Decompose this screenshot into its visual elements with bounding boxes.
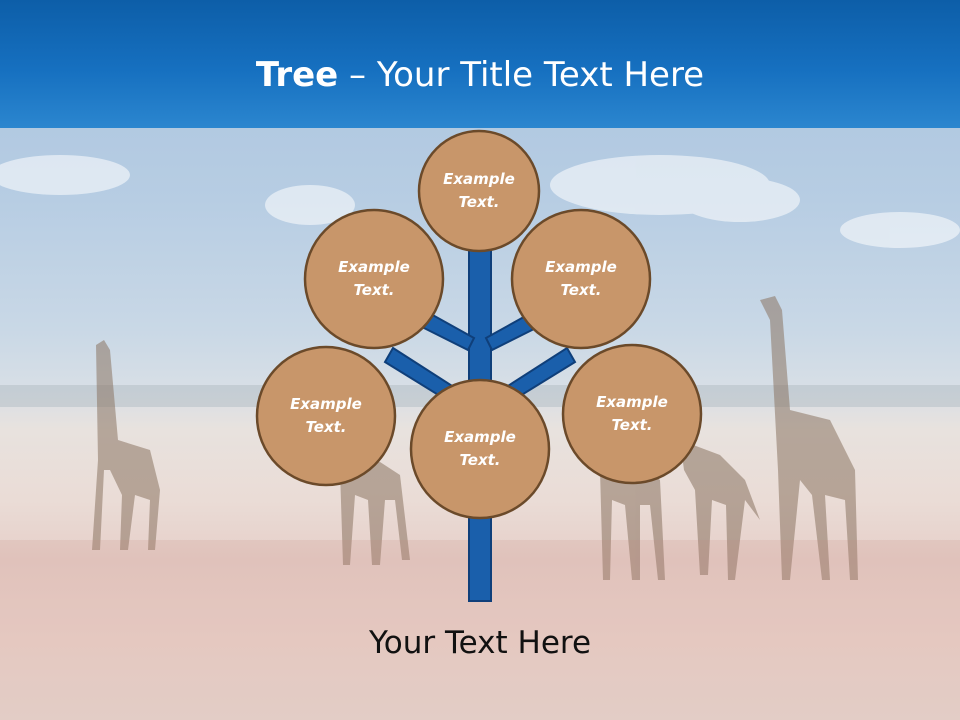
title-rest: – Your Title Text Here [338, 55, 705, 95]
node-upper-right-text: Example Text. [521, 256, 641, 302]
node-top-line1: Example [443, 170, 515, 188]
node-lower-right-line1: Example [596, 393, 668, 411]
node-upper-right-circle [510, 208, 652, 350]
node-lower-right-line2: Text. [611, 416, 653, 434]
title-bar [0, 0, 960, 128]
node-upper-left-circle [303, 208, 445, 350]
node-lower-right-text: Example Text. [572, 391, 692, 437]
node-upper-left-line1: Example [338, 258, 410, 276]
node-center-line1: Example [444, 428, 516, 446]
node-center-text: Example Text. [420, 426, 540, 472]
tree-nodes [255, 129, 703, 520]
giraffes [92, 296, 858, 580]
node-upper-left-text: Example Text. [314, 256, 434, 302]
node-lower-left-text: Example Text. [266, 393, 386, 439]
node-lower-right-circle [561, 343, 703, 485]
clouds [0, 155, 960, 248]
node-top-circle [417, 129, 541, 253]
footer-text: Your Text Here [368, 625, 592, 661]
node-top-line2: Text. [458, 193, 500, 211]
node-center-circle [409, 378, 551, 520]
node-lower-left-line1: Example [290, 395, 362, 413]
node-top-text: Example Text. [419, 168, 539, 214]
node-upper-right-line2: Text. [560, 281, 602, 299]
node-upper-left-line2: Text. [353, 281, 395, 299]
title-bold: Tree [255, 55, 339, 95]
node-upper-right-line1: Example [545, 258, 617, 276]
page-title: Tree – Your Title Text Here [0, 50, 960, 100]
node-lower-left-line2: Text. [305, 418, 347, 436]
node-lower-left-circle [255, 345, 397, 487]
node-center-line2: Text. [459, 451, 501, 469]
